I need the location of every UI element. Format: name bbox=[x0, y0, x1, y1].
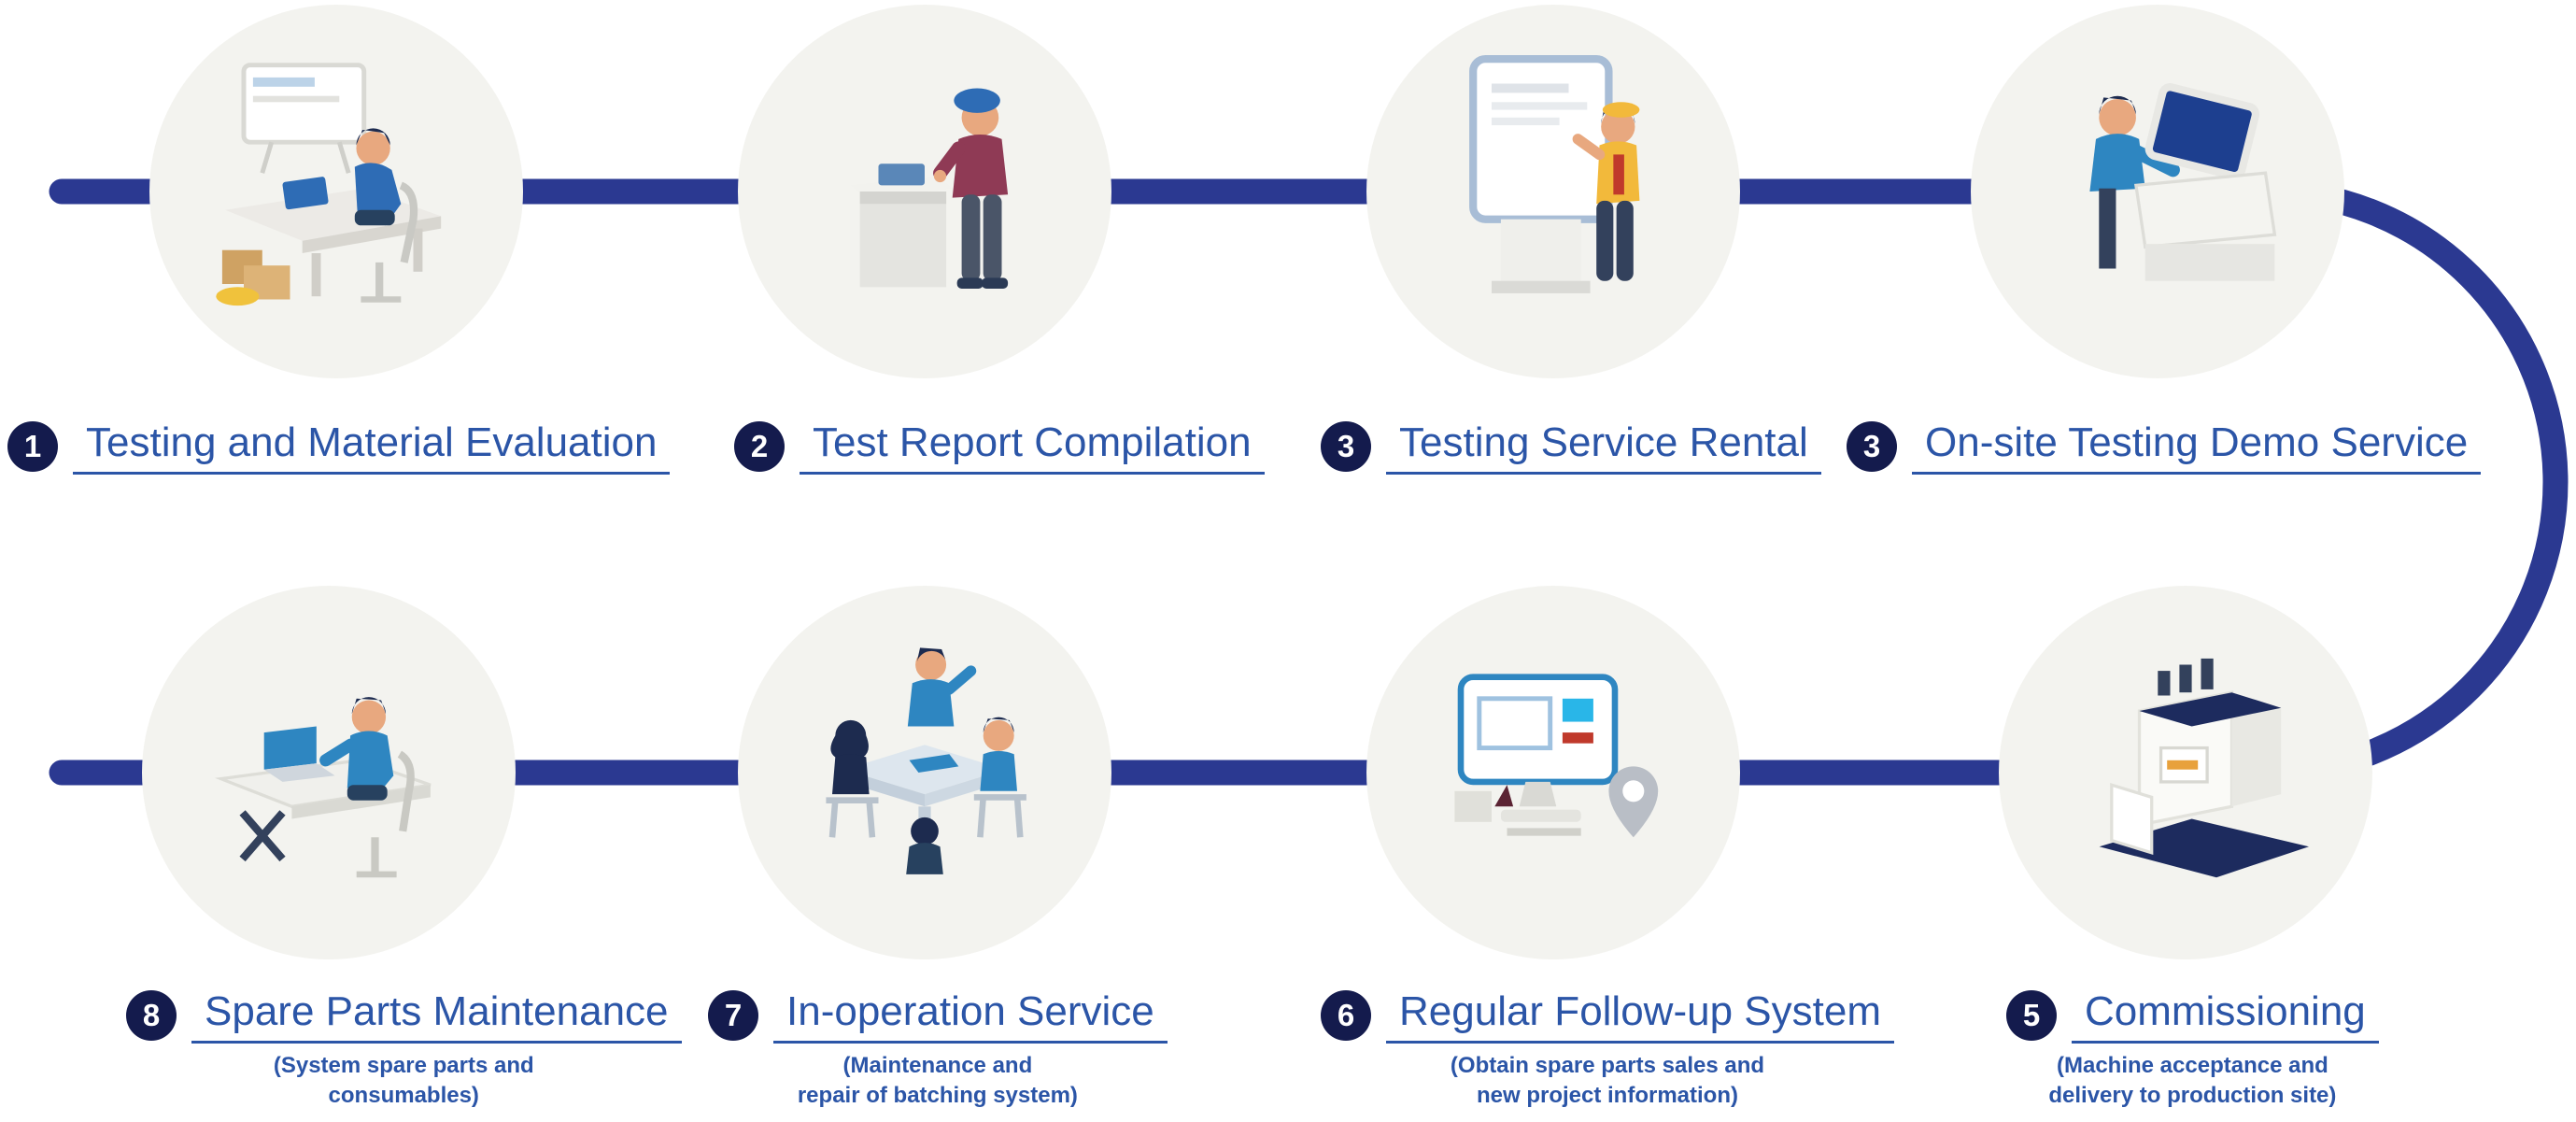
step-label-onsite-testing-demo: 3 On-site Testing Demo Service bbox=[1847, 418, 2482, 475]
step-title: On-site Testing Demo Service bbox=[1912, 418, 2482, 475]
illustration-test-report-compilation-icon bbox=[850, 88, 1009, 289]
step-circle-test-report-compilation bbox=[738, 5, 1111, 378]
illustration-onsite-testing-demo-icon bbox=[2089, 83, 2277, 281]
step-number-badge: 2 bbox=[734, 420, 785, 472]
step-number-badge: 3 bbox=[1847, 420, 1897, 472]
step-number-badge: 5 bbox=[2006, 989, 2057, 1041]
step-circle-regular-followup bbox=[1366, 586, 1740, 959]
step-label-row: 8 Spare Parts Maintenance bbox=[126, 987, 682, 1044]
illustration-spare-parts-maintenance-icon bbox=[214, 697, 432, 878]
step-number-badge: 6 bbox=[1321, 989, 1371, 1041]
step-label-testing-service-rental: 3 Testing Service Rental bbox=[1321, 418, 1821, 475]
step-title: In-operation Service bbox=[773, 987, 1168, 1044]
illustration-in-operation-service-icon bbox=[826, 647, 1026, 874]
step-number-badge: 1 bbox=[7, 420, 58, 472]
step-subtitle: (Maintenance and repair of batching syst… bbox=[797, 1051, 1078, 1112]
illustration-regular-followup-icon bbox=[1454, 674, 1659, 838]
step-circle-onsite-testing-demo bbox=[1971, 5, 2344, 378]
step-label-row: 7 In-operation Service bbox=[708, 987, 1168, 1044]
step-label-spare-parts-maintenance: 8 Spare Parts Maintenance (System spare … bbox=[126, 987, 682, 1112]
step-subtitle: (Machine acceptance and delivery to prod… bbox=[2048, 1051, 2337, 1112]
step-circle-testing-material-evaluation bbox=[149, 5, 523, 378]
step-circle-commissioning bbox=[1999, 586, 2372, 959]
step-title: Testing Service Rental bbox=[1386, 418, 1821, 475]
step-number-badge: 3 bbox=[1321, 420, 1371, 472]
step-subtitle: (System spare parts and consumables) bbox=[273, 1051, 534, 1112]
step-title: Commissioning bbox=[2072, 987, 2379, 1044]
step-subtitle: (Obtain spare parts sales and new projec… bbox=[1450, 1051, 1765, 1112]
step-label-row: 5 Commissioning bbox=[2006, 987, 2379, 1044]
illustration-testing-material-evaluation-icon bbox=[216, 63, 442, 306]
step-circle-spare-parts-maintenance bbox=[142, 586, 516, 959]
step-label-testing-material-evaluation: 1 Testing and Material Evaluation bbox=[7, 418, 671, 475]
step-label-row: 6 Regular Follow-up System bbox=[1321, 987, 1894, 1044]
illustration-testing-service-rental-icon bbox=[1469, 54, 1640, 293]
step-title: Test Report Compilation bbox=[800, 418, 1265, 475]
step-number-badge: 8 bbox=[126, 989, 177, 1041]
step-title: Spare Parts Maintenance bbox=[191, 987, 682, 1044]
step-label-commissioning: 5 Commissioning (Machine acceptance and … bbox=[2006, 987, 2379, 1112]
step-label-test-report-compilation: 2 Test Report Compilation bbox=[734, 418, 1265, 475]
step-number-badge: 7 bbox=[708, 989, 758, 1041]
illustration-commissioning-icon bbox=[2099, 658, 2309, 878]
step-label-in-operation-service: 7 In-operation Service (Maintenance and … bbox=[708, 987, 1168, 1112]
step-circle-in-operation-service bbox=[738, 586, 1111, 959]
step-title: Regular Follow-up System bbox=[1386, 987, 1894, 1044]
step-label-regular-followup: 6 Regular Follow-up System (Obtain spare… bbox=[1321, 987, 1894, 1112]
step-circle-testing-service-rental bbox=[1366, 5, 1740, 378]
step-title: Testing and Material Evaluation bbox=[73, 418, 671, 475]
